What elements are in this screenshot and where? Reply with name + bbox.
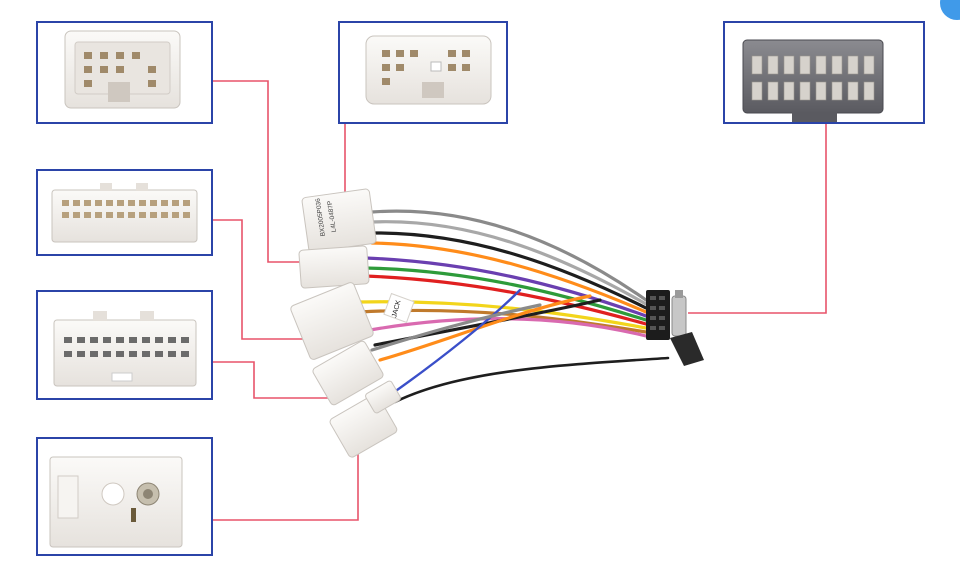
pin <box>168 337 176 343</box>
connector-lower-left-20pin <box>53 311 197 387</box>
pin <box>831 55 843 75</box>
pin <box>90 337 98 343</box>
pin <box>84 200 91 206</box>
pin <box>150 200 157 206</box>
harness-plug-fourth <box>312 340 384 406</box>
harness-label-2: L4L-0487P <box>327 200 338 232</box>
pin <box>64 351 72 357</box>
pin <box>751 55 763 75</box>
pin <box>831 81 843 101</box>
pin <box>64 337 72 343</box>
jack-label: JACK <box>391 299 402 318</box>
pin <box>116 337 124 343</box>
pin <box>155 351 163 357</box>
harness-wires <box>358 209 670 404</box>
pin <box>90 351 98 357</box>
pin <box>139 200 146 206</box>
pin <box>73 212 80 218</box>
pin <box>783 81 795 101</box>
pin <box>106 212 113 218</box>
pin <box>150 212 157 218</box>
pin <box>77 337 85 343</box>
pin <box>172 212 179 218</box>
leader-line-lower-left <box>213 361 335 399</box>
pin <box>95 200 102 206</box>
harness-output-connector <box>646 290 670 340</box>
pin <box>815 55 827 75</box>
pin <box>799 55 811 75</box>
pin <box>73 200 80 206</box>
pin <box>77 351 85 357</box>
pin <box>751 81 763 101</box>
jack-tag <box>383 292 415 324</box>
harness-plug-second <box>298 245 370 289</box>
pin <box>168 351 176 357</box>
pin <box>95 212 102 218</box>
pin <box>181 337 189 343</box>
leader-line-mid-left <box>213 219 313 340</box>
pin <box>172 200 179 206</box>
pin <box>847 81 859 101</box>
corner-badge-icon <box>940 0 960 20</box>
harness-plug-top <box>301 188 377 253</box>
pin <box>815 81 827 101</box>
pin <box>128 212 135 218</box>
pin <box>155 337 163 343</box>
pin <box>183 212 190 218</box>
harness-plug-small <box>365 380 401 414</box>
harness-plug-third <box>290 282 374 360</box>
pin <box>84 212 91 218</box>
pin <box>142 351 150 357</box>
pin <box>106 200 113 206</box>
pin <box>103 351 111 357</box>
pin <box>129 337 137 343</box>
pin <box>783 55 795 75</box>
pin <box>799 81 811 101</box>
pin <box>767 81 779 101</box>
connector-mid-left-24pin <box>51 183 198 243</box>
pin <box>116 351 124 357</box>
pin <box>183 200 190 206</box>
pin <box>103 337 111 343</box>
pin <box>142 337 150 343</box>
antenna-plug-icon <box>670 290 704 366</box>
leader-line-top-left <box>213 80 308 263</box>
pin <box>117 200 124 206</box>
connector-top-right-iso-16pin <box>742 39 884 122</box>
connector-top-left-12pin <box>64 30 181 109</box>
pin <box>161 212 168 218</box>
connector-bottom-left-antenna <box>49 456 183 548</box>
pin <box>62 212 69 218</box>
pin <box>161 200 168 206</box>
pin <box>139 212 146 218</box>
harness-connectors <box>290 188 401 458</box>
pin <box>62 200 69 206</box>
pin <box>863 55 875 75</box>
pin <box>117 212 124 218</box>
leader-lines <box>213 80 827 521</box>
leader-line-bottom-left <box>213 448 359 521</box>
pin <box>128 200 135 206</box>
pin <box>863 81 875 101</box>
pin <box>847 55 859 75</box>
pin <box>129 351 137 357</box>
pin <box>181 351 189 357</box>
leader-line-top-right <box>688 124 827 314</box>
pin <box>767 55 779 75</box>
connector-top-center-10pin <box>365 35 492 105</box>
